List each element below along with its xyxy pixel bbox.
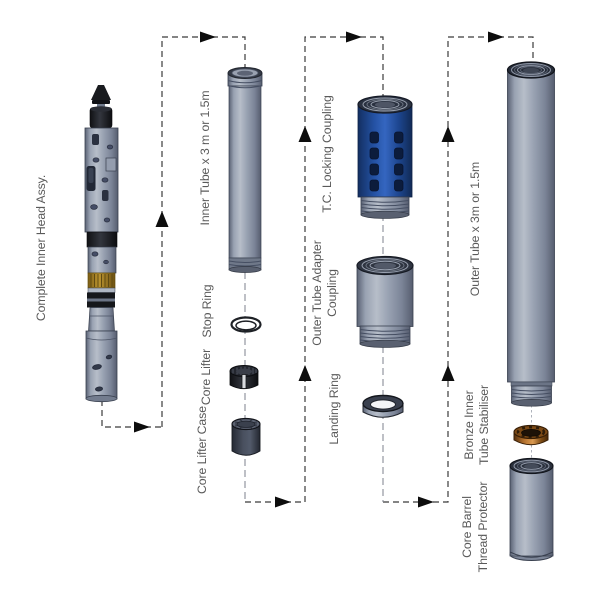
part-thread-protector <box>509 457 554 561</box>
tc-locking-slots <box>369 131 404 192</box>
spear-point-tip <box>91 85 111 100</box>
stop-ring-inner <box>235 320 257 331</box>
label-outer-tube: Outer Tube x 3m or 1.5m <box>468 162 482 296</box>
bronze-ring-bore <box>521 428 541 437</box>
part-core-lifter <box>229 365 259 390</box>
arrow-right-icon <box>488 31 504 43</box>
label-thread-protector-line2: Thread Protector <box>476 482 490 573</box>
arrow-right-icon <box>418 496 434 508</box>
label-thread-protector-line1: Core Barrel <box>460 496 474 558</box>
arrow-right-icon <box>346 31 362 43</box>
arrow-up-icon <box>298 126 312 142</box>
o-ring <box>87 292 115 299</box>
flow-arrowheads <box>134 31 504 508</box>
label-core-lifter: Core Lifter <box>199 349 213 405</box>
brass-knurl-hatch <box>90 274 113 287</box>
outer-tube-thread-ring <box>511 63 551 77</box>
flow-line-col1-bottom <box>101 400 162 428</box>
core-lifter-split-slot <box>241 374 247 389</box>
part-landing-ring <box>362 394 404 418</box>
landing-ring-bore <box>370 399 396 410</box>
label-bronze-stabiliser-line2: Tube Stabiliser <box>477 385 491 465</box>
part-outer-tube <box>506 61 556 407</box>
bronze-ring-slots <box>516 425 546 439</box>
thread-protector-body <box>509 465 554 557</box>
part-core-lifter-case <box>231 417 261 456</box>
tc-thread-ring <box>362 97 408 112</box>
part-outer-tube-adapter-coupling <box>356 255 414 348</box>
inner-tube-body <box>228 85 262 259</box>
label-landing-ring: Landing Ring <box>327 373 341 445</box>
arrow-right-icon <box>275 496 291 508</box>
head-black-band <box>86 231 118 248</box>
label-core-lifter-case: Core Lifter Case <box>195 406 209 494</box>
label-bronze-stabiliser-line1: Bronze Inner <box>462 390 476 459</box>
part-stop-ring <box>230 316 262 333</box>
arrow-right-icon <box>134 421 150 433</box>
outer-tube-body <box>507 69 555 383</box>
part-labels: Complete Inner Head Assy. Inner Tube x 3… <box>34 91 491 573</box>
part-inner-tube <box>227 67 263 273</box>
arrow-up-icon <box>441 126 455 142</box>
core-lifter-case-body <box>231 423 261 456</box>
protector-thread-ring <box>513 459 550 473</box>
part-bronze-stabiliser <box>513 424 549 446</box>
adapter-thread-ring <box>361 258 409 273</box>
o-ring <box>87 301 115 308</box>
tc-coupling-body <box>357 103 413 198</box>
label-stop-ring: Stop Ring <box>200 284 214 337</box>
label-outer-tube-adapter-line2: Coupling <box>325 269 339 317</box>
arrow-up-icon <box>441 365 455 381</box>
label-complete-inner-head: Complete Inner Head Assy. <box>34 175 48 321</box>
head-body-details <box>86 134 117 223</box>
label-inner-tube: Inner Tube x 3 m or 1.5m <box>198 91 212 226</box>
arrow-up-icon <box>155 211 169 227</box>
arrow-right-icon <box>200 31 216 43</box>
label-outer-tube-adapter-line1: Outer Tube Adapter <box>310 240 324 346</box>
part-tc-locking-coupling <box>357 95 413 219</box>
arrow-up-icon <box>298 365 312 381</box>
part-inner-head-assembly <box>84 85 119 403</box>
label-tc-locking-coupling: T.C. Locking Coupling <box>320 95 334 213</box>
